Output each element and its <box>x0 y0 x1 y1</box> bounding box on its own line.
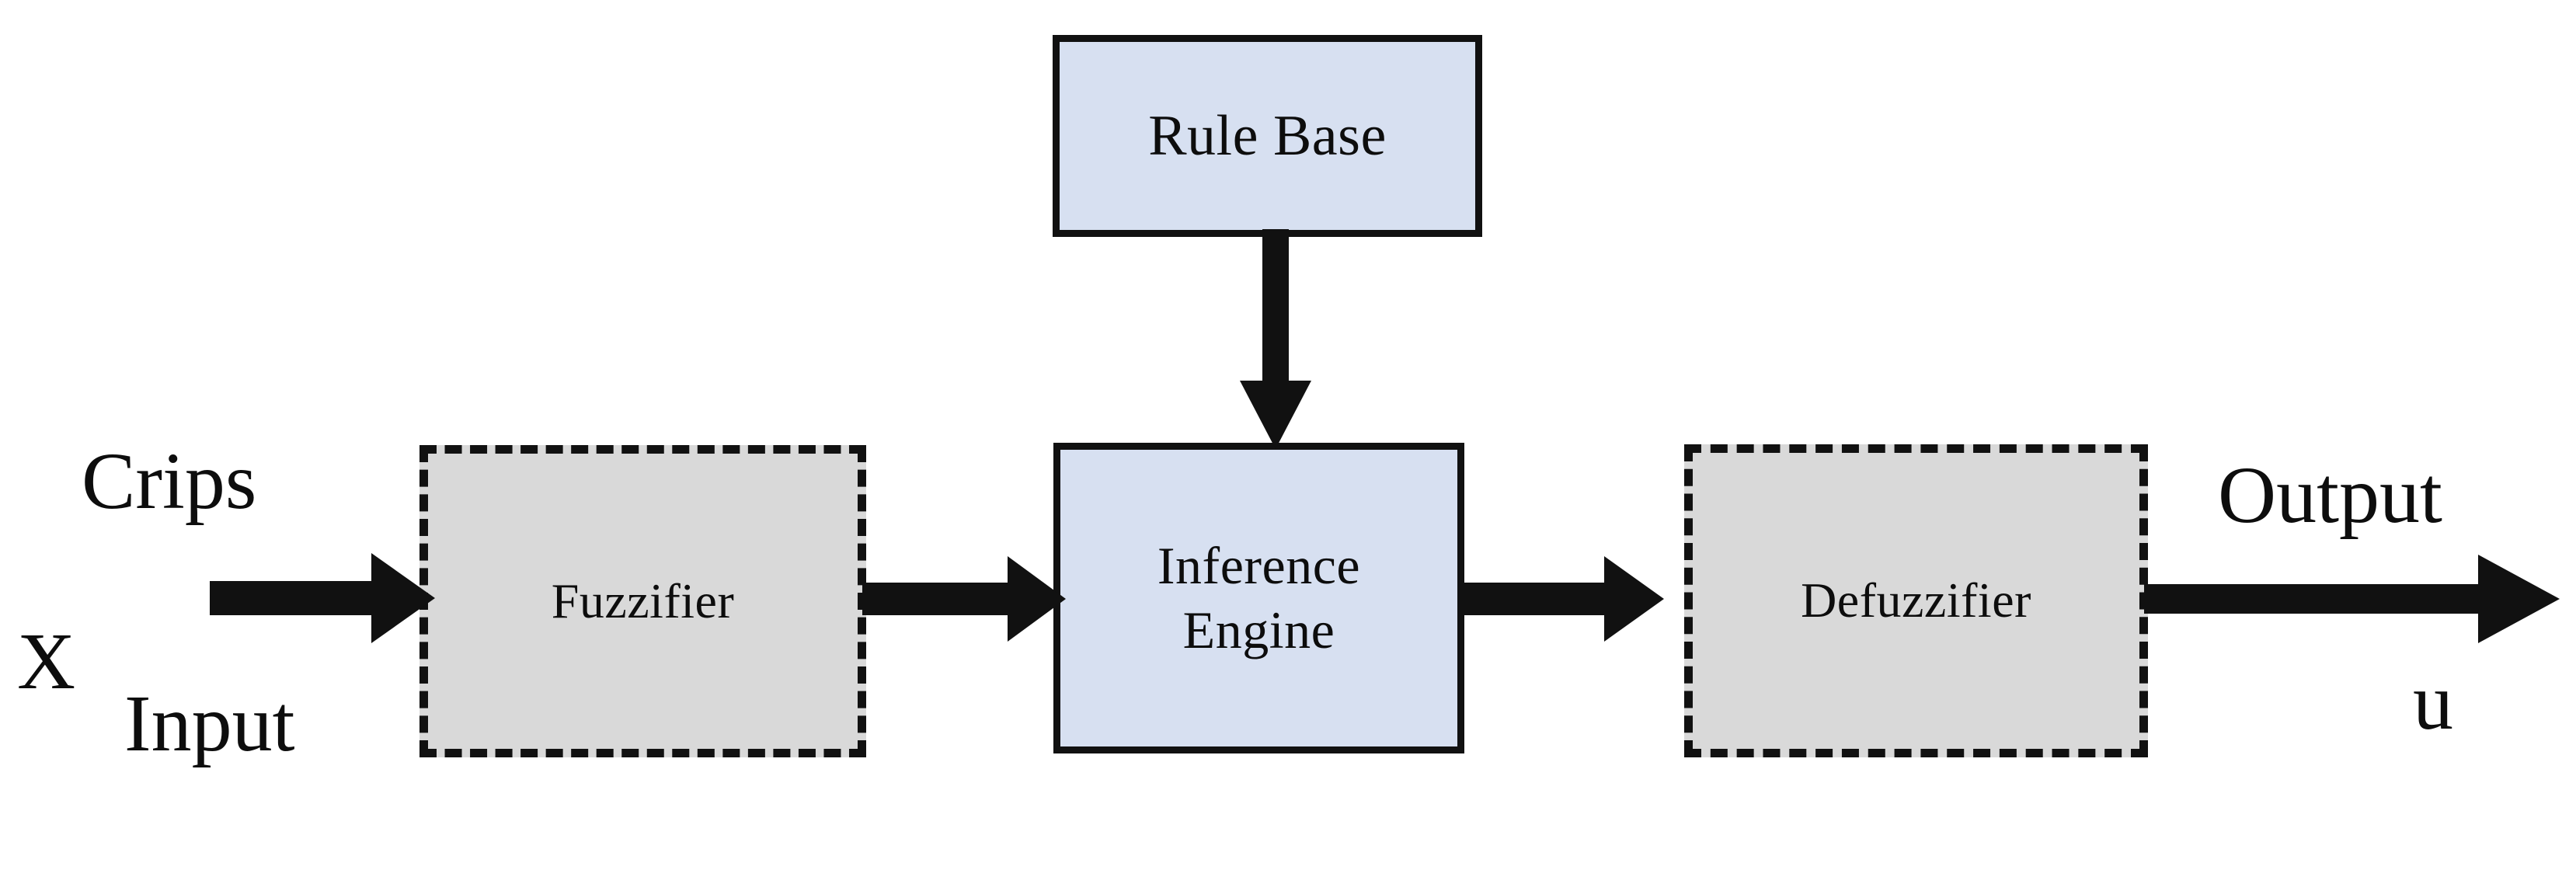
node-fuzzifier-label: Fuzzifier <box>551 572 735 628</box>
node-defuzzifier[interactable]: Defuzzifier <box>1684 444 2148 757</box>
node-rule-base[interactable]: Rule Base <box>1053 35 1482 237</box>
arrow-defuzzifier-to-output <box>2144 555 2560 643</box>
node-fuzzifier[interactable]: Fuzzifier <box>419 445 866 757</box>
label-output-word: Output <box>2218 451 2442 540</box>
node-inference-engine-label: Inference Engine <box>1157 536 1361 659</box>
arrow-fuzzifier-to-inference-engine <box>862 556 1066 642</box>
arrow-rule-base-to-inference-engine <box>1240 229 1311 449</box>
arrow-input-to-fuzzifier <box>210 553 435 643</box>
arrow-inference-engine-to-defuzzifier <box>1460 556 1664 642</box>
node-defuzzifier-label: Defuzzifier <box>1801 572 2031 628</box>
node-rule-base-label: Rule Base <box>1148 103 1387 168</box>
label-crisp-input: Crips <box>82 437 257 526</box>
label-output-variable-u: u <box>2413 657 2453 746</box>
node-inference-engine[interactable]: Inference Engine <box>1053 443 1464 753</box>
label-input-word: Input <box>124 679 295 768</box>
label-input-variable-x: X <box>17 617 76 706</box>
